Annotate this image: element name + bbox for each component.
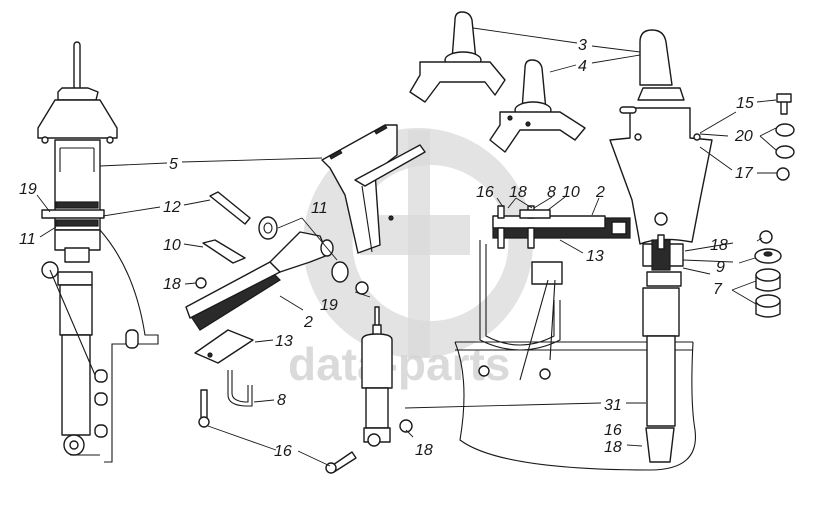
callout-16-right-bottom: 16 <box>604 422 622 439</box>
left-cab-mount-assembly <box>37 41 159 463</box>
leader-lines <box>36 27 777 467</box>
callout-13-middle: 13 <box>275 333 293 350</box>
callout-19-middle: 19 <box>320 297 338 314</box>
cushions-7 <box>755 268 781 318</box>
mounting-bracket-4 <box>489 59 586 153</box>
callout-16-middle: 16 <box>274 443 292 460</box>
callout-10-left: 10 <box>163 237 181 254</box>
watermark: data-parts <box>288 127 534 390</box>
nut-19-middle <box>355 281 369 295</box>
callout-8-middle: 8 <box>277 392 286 409</box>
callout-31: 31 <box>604 397 622 414</box>
nut-18-right <box>759 230 773 244</box>
right-cab-mount-assembly <box>454 29 713 471</box>
callout-10-right: 10 <box>562 184 580 201</box>
callout-7: 7 <box>713 281 723 298</box>
callout-20: 20 <box>734 128 753 145</box>
watermark-text: data-parts <box>288 338 510 390</box>
callout-11-left: 11 <box>19 231 36 248</box>
callout-11-middle: 11 <box>311 200 328 217</box>
callout-12: 12 <box>163 199 181 216</box>
callout-4: 4 <box>578 58 587 75</box>
callout-19-left: 19 <box>19 181 37 198</box>
plate-10 <box>202 239 246 264</box>
nut-18-lower <box>399 419 413 433</box>
bolt-12 <box>209 191 251 225</box>
bolt-16-vertical <box>198 389 210 428</box>
callout-17: 17 <box>735 165 754 182</box>
callout-3: 3 <box>578 37 587 54</box>
bushing-11-upper <box>258 216 278 240</box>
callout-9: 9 <box>716 259 725 276</box>
callout-5: 5 <box>169 156 178 173</box>
callout-18-left: 18 <box>163 276 181 293</box>
gasket-plate-13 <box>194 329 254 364</box>
bushing-11-lower <box>331 261 349 283</box>
support-bracket-5 <box>321 124 426 254</box>
mounting-bracket-3 <box>409 11 506 103</box>
callout-18-right-top: 18 <box>509 184 527 201</box>
watermark-logo <box>303 127 534 358</box>
callout-18-right-bottom: 18 <box>604 439 622 456</box>
shock-absorber-middle <box>361 306 393 447</box>
callout-2-middle: 2 <box>303 314 313 331</box>
washer-9 <box>754 248 782 264</box>
spring-lever-2 <box>185 231 334 331</box>
callout-2-right: 2 <box>595 184 605 201</box>
callout-15: 15 <box>736 95 754 112</box>
bolt-16-horizontal <box>325 451 357 474</box>
callout-13-right: 13 <box>586 248 604 265</box>
callout-18-right: 18 <box>710 237 728 254</box>
callout-labels: 3 4 5 15 20 17 19 12 11 11 10 18 19 2 13… <box>19 37 754 460</box>
callout-16-right-top: 16 <box>476 184 494 201</box>
callout-18-lower-middle: 18 <box>415 442 433 459</box>
washers-20 <box>775 123 795 159</box>
nut-17 <box>776 167 790 181</box>
callout-8-right: 8 <box>547 184 556 201</box>
u-bolt-8 <box>227 370 253 407</box>
nut-18-left <box>195 277 207 289</box>
bolt-15 <box>776 93 792 115</box>
